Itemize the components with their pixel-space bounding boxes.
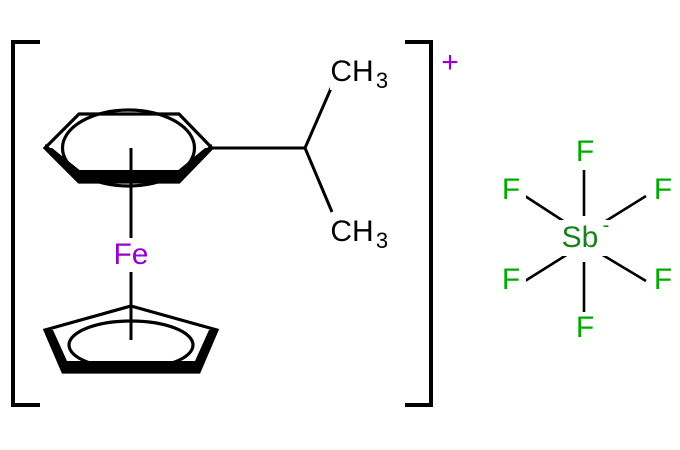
fluorine-bottom: F (570, 311, 600, 346)
left-bracket (11, 40, 40, 407)
hexafluoroantimonate-anion: Sb - F F F F F (496, 135, 678, 346)
cyclopentadienyl-pentagon-outline (42, 304, 220, 374)
iron-symbol: Fe (113, 238, 148, 271)
right-bracket (405, 40, 433, 407)
fluorine-bottom-backdrop (570, 312, 600, 346)
charge-plus-label: + (441, 46, 459, 79)
methyl-bottom-symbol: CH (330, 215, 373, 248)
bond-methine-to-methyl-top (303, 85, 334, 149)
fluorine-lower-right-backdrop (648, 264, 678, 298)
fluorine-upper-left-symbol: F (502, 173, 520, 206)
antimony-symbol: Sb (562, 221, 599, 254)
methyl-top-backdrop (330, 56, 400, 90)
benzene-ring (42, 108, 215, 188)
cyclopentadienyl-ring (42, 304, 220, 374)
iron-label-backdrop (106, 238, 156, 272)
fluorine-lower-left-backdrop (496, 264, 526, 298)
fluorine-lower-right: F (648, 263, 678, 298)
antimony-charge-minus: - (603, 214, 610, 236)
fluorine-lower-left-symbol: F (502, 263, 520, 296)
methyl-bottom-subscript: 3 (376, 228, 388, 253)
bond-methine-to-methyl-bottom (303, 147, 334, 213)
fluorine-top: F (570, 135, 600, 170)
fluorine-top-symbol: F (576, 135, 594, 168)
methyl-bottom-label: CH 3 (330, 215, 400, 253)
antimony-atom-label: Sb - (556, 214, 618, 256)
isopropyl-group: CH 3 CH 3 (212, 55, 400, 253)
fluorine-upper-right-backdrop (648, 174, 678, 208)
bond-sb-f-upper-left (524, 194, 569, 226)
fluorine-upper-left: F (496, 173, 526, 208)
antimony-label-backdrop (556, 220, 618, 256)
benzene-aromatic-ellipse (60, 108, 197, 188)
fluorine-lower-left: F (496, 263, 526, 298)
fluorine-upper-left-backdrop (496, 174, 526, 208)
methyl-bottom-backdrop (330, 216, 400, 250)
fluorine-upper-right: F (648, 173, 678, 208)
methyl-top-subscript: 3 (376, 68, 388, 93)
fluorine-bottom-symbol: F (576, 311, 594, 344)
cation-charge-plus: + (441, 46, 459, 79)
fluorine-lower-right-symbol: F (654, 263, 672, 296)
methyl-top-label: CH 3 (330, 55, 400, 93)
bond-sb-f-upper-right (600, 194, 647, 226)
iron-atom-label: Fe (106, 238, 156, 272)
methyl-top-symbol: CH (330, 55, 373, 88)
bond-sb-f-lower-right (600, 252, 647, 283)
bond-sb-f-lower-left (524, 252, 569, 283)
cyclopentadienyl-aromatic-ellipse (67, 319, 195, 371)
fluorine-upper-right-symbol: F (654, 173, 672, 206)
fluorine-top-backdrop (570, 136, 600, 170)
